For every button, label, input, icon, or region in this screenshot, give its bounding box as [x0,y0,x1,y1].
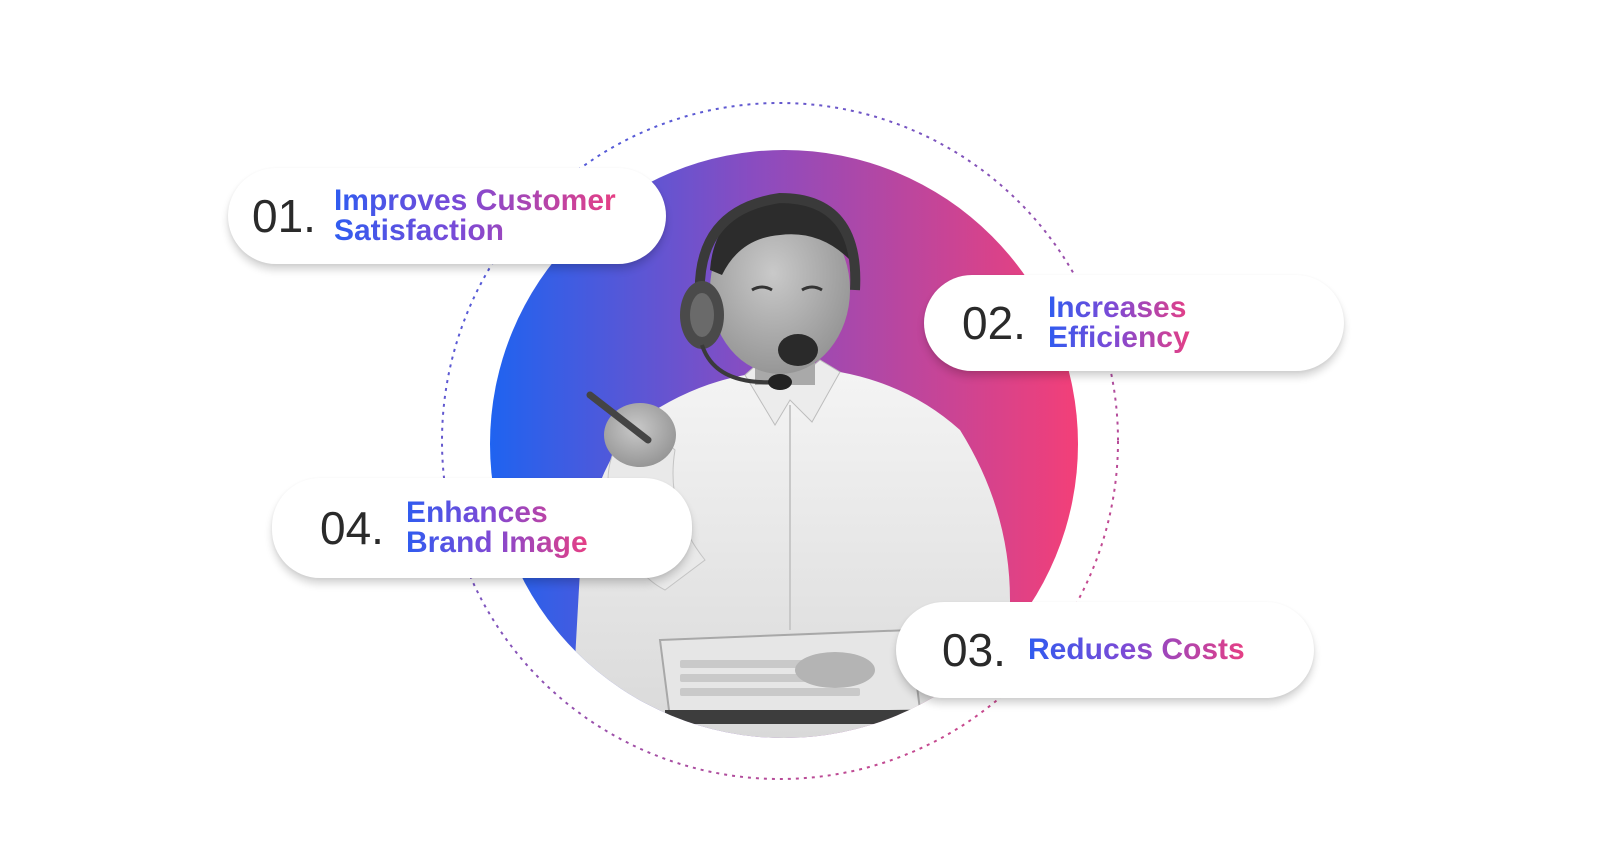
benefit-card-02: 02. Increases Efficiency [924,275,1344,371]
benefit-number: 02. [962,297,1026,349]
benefit-card-03: 03. Reduces Costs [896,602,1314,698]
benefit-card-04: 04. Enhances Brand Image [272,478,692,578]
benefit-title-line-1: Improves Customer [333,184,616,217]
benefit-title: Improves Customer Satisfaction [334,186,616,246]
benefit-card-01: 01. Improves Customer Satisfaction [228,168,666,264]
benefit-number: 04. [320,502,384,554]
benefit-title-line-2: Brand Image [405,526,588,559]
benefit-title: Enhances Brand Image [406,498,588,558]
benefit-title-line-1: Reduces Costs [1027,633,1245,666]
benefit-title-line-2: Efficiency [1047,321,1190,354]
benefit-title-line-2: Satisfaction [333,214,504,247]
benefit-number: 01. [252,190,316,242]
benefit-title-line-1: Enhances [405,496,548,529]
benefit-title: Reduces Costs [1028,635,1245,665]
benefit-number: 03. [942,624,1006,676]
benefit-title: Increases Efficiency [1048,293,1190,353]
benefit-title-line-1: Increases [1047,291,1187,324]
